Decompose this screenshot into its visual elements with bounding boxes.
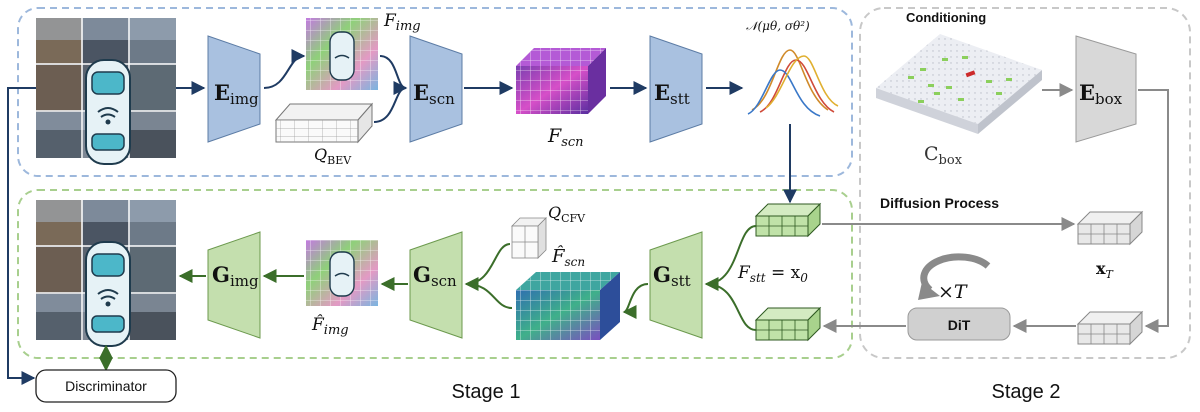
latent-grid-bottom (754, 306, 822, 342)
loop-arrow-icon (918, 253, 991, 300)
f-img-hat-label: F̂img (311, 315, 349, 338)
e-stt-label: Estt (654, 80, 690, 108)
g-scn-decoder (409, 231, 463, 339)
dit-label: DiT (948, 317, 971, 333)
e-img-encoder (207, 35, 261, 143)
c-box-label: Cbox (924, 143, 963, 168)
diffusion-process-label: Diffusion Process (880, 195, 999, 211)
noise-grid-bottom (1076, 310, 1144, 346)
decoder-arrows (99, 225, 757, 372)
g-stt-label: Gstt (653, 262, 691, 290)
g-img-decoder (207, 231, 261, 339)
f-img-label: Fimg (383, 11, 421, 34)
f-img-feature-map (306, 18, 378, 90)
noise-grid-top (1076, 210, 1144, 246)
car-icon-output (85, 241, 131, 347)
latent-grid-top (754, 202, 822, 238)
g-scn-label: Gscn (413, 262, 457, 290)
times-t-label: ×T (938, 281, 968, 303)
f-scn-label: Fscn (547, 125, 584, 150)
gaussian-curves (747, 49, 839, 117)
q-cfv-cube (511, 217, 547, 259)
discriminator-box (35, 369, 177, 403)
f-stt-equation: Fstt = x0 (737, 263, 808, 285)
diffusion-arrows (822, 83, 1169, 333)
stage1-encoding-box (17, 7, 853, 177)
e-stt-encoder (649, 35, 703, 143)
e-scn-encoder (409, 35, 463, 143)
conditioning-bev-map (876, 34, 1042, 134)
conditioning-label: Conditioning (906, 10, 986, 25)
g-stt-decoder (649, 231, 703, 339)
stage2-label: Stage 2 (992, 381, 1061, 403)
f-scn-hat-label: F̂scn (551, 245, 585, 269)
stage1-decoding-box (17, 189, 853, 359)
f-scn-hat-cube (516, 272, 620, 340)
dit-block (907, 307, 1011, 341)
q-cfv-label: QCFV (548, 203, 586, 225)
f-img-hat-feature-map (306, 240, 378, 306)
normal-dist-label: 𝒩(μθ, σθ²) (746, 19, 810, 33)
e-box-label: Ebox (1079, 80, 1123, 108)
q-bev-label: QBEV (314, 145, 352, 167)
car-icon (85, 59, 131, 165)
e-box-encoder (1075, 35, 1137, 143)
g-img-label: Gimg (212, 262, 259, 290)
x-t-label: xT (1096, 259, 1115, 281)
discriminator-label: Discriminator (65, 378, 147, 394)
stage2-box (859, 7, 1191, 359)
e-scn-label: Escn (413, 80, 455, 108)
f-scn-cube (516, 48, 606, 114)
stage1-label: Stage 1 (452, 381, 521, 403)
e-img-label: Eimg (214, 80, 259, 108)
q-bev-grid (274, 102, 374, 144)
encoder-arrows (7, 49, 797, 385)
